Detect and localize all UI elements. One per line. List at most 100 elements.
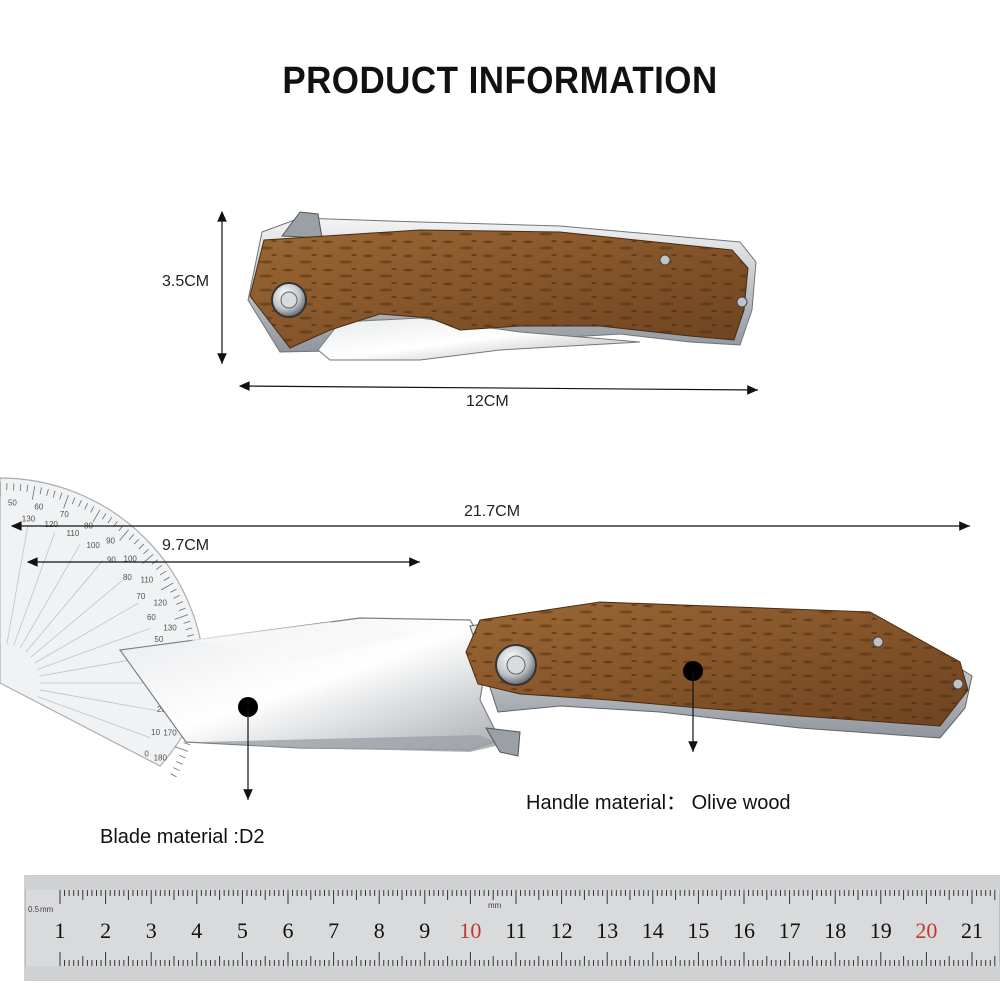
protractor-tick xyxy=(183,742,191,746)
protractor-inner-number: 130 xyxy=(22,514,36,523)
protractor-tick xyxy=(185,627,193,631)
protractor-tick xyxy=(46,488,49,496)
protractor-tick xyxy=(187,634,195,637)
ruler-number: 10 xyxy=(459,918,481,943)
ruler-number: 13 xyxy=(596,918,618,943)
protractor-tick xyxy=(92,509,101,523)
ruler-number: 18 xyxy=(824,918,846,943)
ruler-number: 19 xyxy=(870,918,892,943)
blade-callout-marker xyxy=(238,697,258,800)
protractor-tick xyxy=(90,506,95,513)
blade-length-dimension-label: 9.7CM xyxy=(162,537,210,554)
protractor-tick xyxy=(119,529,129,541)
ruler-number: 20 xyxy=(915,918,937,943)
protractor-tick xyxy=(160,582,174,591)
ruler-number: 11 xyxy=(505,918,526,943)
screw-icon xyxy=(736,296,748,308)
protractor-inner-number: 20 xyxy=(157,705,166,714)
protractor-tick xyxy=(176,601,183,605)
protractor-tick xyxy=(39,487,42,495)
protractor-tick xyxy=(178,754,186,759)
protractor-tick xyxy=(159,570,167,576)
protractor-inner-number: 10 xyxy=(151,728,160,737)
protractor-outer-number: 130 xyxy=(163,623,177,632)
protractor-outer-number: 180 xyxy=(154,753,168,762)
handle-callout-marker xyxy=(683,661,703,752)
ruler-number: 16 xyxy=(733,918,755,943)
ruler-number: 17 xyxy=(779,918,801,943)
ruler-number: 4 xyxy=(191,918,202,943)
protractor-tick xyxy=(176,761,183,765)
protractor-tick xyxy=(183,620,191,624)
ruler-number: 6 xyxy=(283,918,294,943)
protractor-inner-number: 50 xyxy=(154,635,163,644)
protractor-outer-number: 170 xyxy=(163,729,177,738)
protractor-ray xyxy=(34,602,139,664)
ruler-number: 12 xyxy=(551,918,573,943)
protractor-tick xyxy=(173,594,180,599)
ruler-number: 15 xyxy=(687,918,709,943)
protractor-inner-number: 100 xyxy=(86,541,100,550)
open-length-dimension-label: 21.7CM xyxy=(464,503,521,520)
protractor-tick xyxy=(143,548,149,555)
protractor-tick xyxy=(178,607,186,612)
protractor-tick xyxy=(170,773,177,778)
protractor-tick xyxy=(173,767,180,772)
ruler-number: 1 xyxy=(55,918,66,943)
protractor-ray xyxy=(37,696,151,739)
protractor-tick xyxy=(128,534,135,540)
ruler-number: 14 xyxy=(642,918,664,943)
screw-icon xyxy=(872,636,884,648)
protractor-ray xyxy=(6,525,29,644)
protractor-inner-number: 0 xyxy=(144,749,149,758)
ruler-number: 9 xyxy=(419,918,430,943)
length-dimension-arrow xyxy=(238,381,759,395)
protractor-outer-number: 70 xyxy=(60,510,69,519)
handle-material-label: Handle material： Olive wood xyxy=(526,792,791,814)
protractor-tick xyxy=(101,513,107,520)
protractor-inner-number: 90 xyxy=(107,556,116,565)
protractor-tick xyxy=(31,485,36,500)
protractor-tick xyxy=(163,576,170,582)
ruler-number: 21 xyxy=(961,918,983,943)
protractor-inner-number: 110 xyxy=(67,529,80,538)
protractor-tick xyxy=(63,494,69,509)
page-title: PRODUCT INFORMATION xyxy=(282,60,718,102)
protractor-inner-number: 60 xyxy=(147,613,156,622)
protractor-tick xyxy=(19,484,22,492)
protractor-outer-number: 90 xyxy=(106,537,115,546)
ruler-number: 3 xyxy=(146,918,157,943)
protractor-ray xyxy=(30,579,123,658)
ruler-number: 8 xyxy=(374,918,385,943)
ruler-unit-label-mid: mm xyxy=(488,901,502,910)
protractor-ray xyxy=(39,689,158,712)
protractor-tick xyxy=(170,588,177,593)
protractor-tick xyxy=(133,538,140,545)
ruler-number: 2 xyxy=(100,918,111,943)
protractor-tick xyxy=(84,503,89,510)
protractor-tick xyxy=(71,497,76,505)
protractor-outer-number: 120 xyxy=(154,599,168,608)
length-dimension-label: 12CM xyxy=(466,393,509,410)
protractor-outer-number: 110 xyxy=(140,575,153,584)
ruler-small-label: 0.5 xyxy=(28,905,40,914)
protractor-tick xyxy=(52,490,56,498)
protractor-ray xyxy=(37,627,151,670)
screw-icon xyxy=(952,678,964,690)
ruler-number: 5 xyxy=(237,918,248,943)
ruler-unit-label: mm xyxy=(40,905,54,914)
screw-icon xyxy=(659,254,671,266)
protractor-tick xyxy=(138,543,145,550)
protractor-tick xyxy=(174,746,189,752)
protractor-outer-number: 50 xyxy=(8,498,17,507)
height-dimension-label: 3.5CM xyxy=(162,273,210,290)
ruler-number: 7 xyxy=(328,918,339,943)
protractor-inner-number: 70 xyxy=(136,592,145,601)
protractor-tick xyxy=(78,500,82,507)
protractor-tick xyxy=(174,614,189,620)
protractor-ray xyxy=(25,560,104,653)
protractor: 5060708090100110120130140150160170180130… xyxy=(0,477,206,778)
blade-material-label: Blade material :D2 xyxy=(100,826,265,848)
ruler: 1234567891011121314151617181920212 0.5 m… xyxy=(24,875,1000,981)
